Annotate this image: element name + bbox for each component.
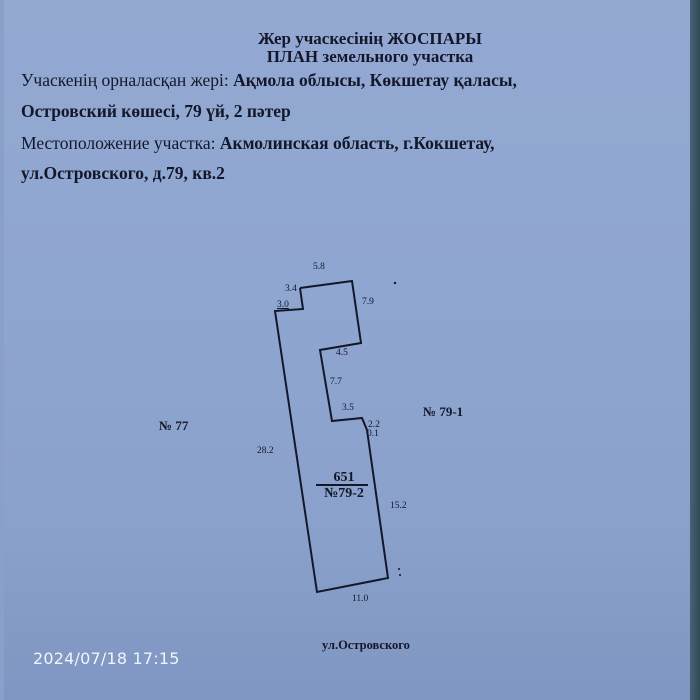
dim-middle-vertical: 7.7 bbox=[330, 377, 342, 387]
parcel-fraction-line bbox=[316, 484, 368, 486]
location-kz-line2: Островский көшесі, 79 үй, 2 пәтер bbox=[21, 101, 291, 121]
dim-right-offset: 0.1 bbox=[367, 429, 379, 439]
location-kz-label: Учаскенің орналасқан жері: bbox=[21, 70, 229, 90]
location-ru-label: Местоположение участка: bbox=[21, 133, 216, 153]
dim-upper-right: 7.9 bbox=[362, 297, 374, 307]
dim-left-ledge: 3.0 bbox=[277, 300, 289, 310]
dim-upper-left-step: 3.4 bbox=[285, 284, 297, 294]
dim-bottom: 11.0 bbox=[352, 594, 369, 604]
dim-right-long: 15.2 bbox=[390, 501, 407, 511]
location-ru-line1: Местоположение участка: Акмолинская обла… bbox=[21, 133, 495, 154]
dim-lower-ledge: 3.5 bbox=[342, 403, 354, 413]
dim-top: 5.8 bbox=[313, 262, 325, 272]
paper-edge-left bbox=[0, 0, 4, 700]
dim-left-long: 28.2 bbox=[257, 446, 274, 456]
street-label: ул.Островского bbox=[322, 638, 410, 652]
title-russian: ПЛАН земельного участка bbox=[266, 47, 474, 66]
title-kazakh: Жер учаскесінің ЖОСПАРЫ bbox=[258, 29, 482, 48]
location-ru-value: Акмолинская область, г.Кокшетау, bbox=[219, 133, 495, 153]
neighbor-right-label: № 79-1 bbox=[423, 404, 464, 419]
dim-right-short: 2.2 bbox=[368, 420, 380, 430]
parcel-area: 651 bbox=[333, 470, 355, 485]
location-ru-line2: ул.Островского, д.79, кв.2 bbox=[21, 163, 225, 183]
dim-middle-ledge: 4.5 bbox=[336, 348, 348, 358]
background-edge-right bbox=[690, 0, 700, 700]
location-kz-value: Ақмола облысы, Көкшетау қаласы, bbox=[233, 70, 517, 90]
neighbor-left-label: № 77 bbox=[159, 418, 189, 433]
location-kz-line1: Учаскенің орналасқан жері: Ақмола облысы… bbox=[21, 70, 517, 91]
parcel-id: №79-2 bbox=[324, 486, 364, 501]
photo-timestamp: 2024/07/18 17:15 bbox=[33, 649, 180, 668]
